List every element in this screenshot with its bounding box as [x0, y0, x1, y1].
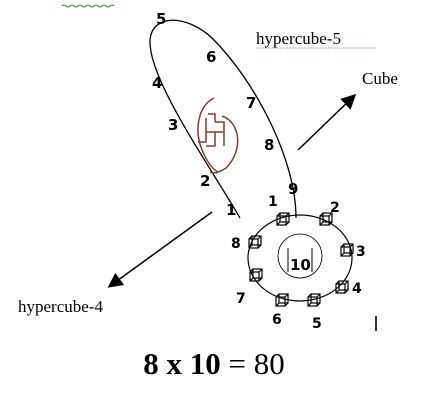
small-loop — [247, 214, 353, 302]
formula-result: 80 — [253, 346, 285, 381]
large-loop — [149, 19, 297, 219]
big-loop-number: 9 — [288, 180, 298, 198]
small-loop-number: 1 — [268, 194, 278, 210]
cube-icon — [248, 235, 262, 249]
big-loop-number: 8 — [264, 136, 274, 154]
big-loop-number: 3 — [168, 116, 178, 134]
formula-factor-b: 10 — [189, 346, 221, 381]
small-loop-number: 4 — [352, 281, 362, 297]
formula-times: x — [166, 346, 183, 381]
big-loop-number: 5 — [156, 10, 166, 28]
cube-arrow — [297, 93, 357, 151]
small-loop-number: 8 — [231, 236, 241, 252]
center-bracket — [287, 248, 313, 272]
small-loop-number: 3 — [356, 244, 366, 260]
inner-loop — [277, 233, 323, 279]
small-loop-number: 5 — [312, 316, 322, 332]
formula: 8 x 10 = 80 — [0, 346, 428, 382]
big-loop-number: 2 — [200, 172, 210, 190]
small-loop-number: 2 — [330, 200, 340, 216]
hypercube-5-label: hypercube-5 — [256, 29, 341, 48]
big-loop-number: 4 — [152, 74, 162, 92]
big-loop-number: 1 — [226, 201, 236, 219]
formula-factor-a: 8 — [143, 346, 159, 381]
formula-equals: = — [228, 346, 246, 381]
swastika-symbol — [197, 97, 239, 174]
cube-label: Cube — [362, 69, 398, 88]
green-squiggle-mark — [61, 4, 115, 8]
big-loop-number: 7 — [246, 94, 256, 112]
small-loop-number: 6 — [272, 312, 282, 328]
hypercube-4-label: hypercube-4 — [18, 297, 103, 316]
big-loop-number: 6 — [206, 48, 216, 66]
hypercube-4-arrow — [107, 211, 213, 288]
center-number: 10 — [290, 256, 311, 274]
small-loop-number: 7 — [236, 291, 246, 307]
